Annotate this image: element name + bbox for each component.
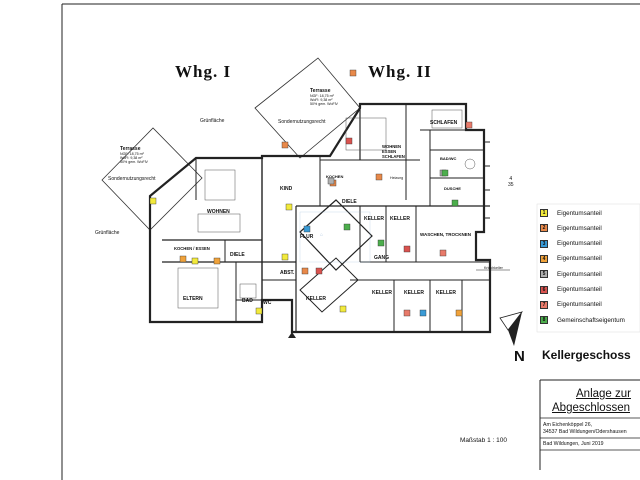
legend-swatch: 2 (540, 224, 548, 233)
room-diele-left: DIELE (230, 252, 245, 258)
ownership-marker (403, 245, 411, 253)
apartment-2-title: Whg. II (368, 62, 432, 81)
ownership-marker (285, 203, 293, 211)
date-line: Bad Wildungen, Juni 2019 (543, 441, 604, 447)
legend-label: Eigentumsanteil (557, 301, 602, 309)
terrace-left-label: Terrasse (120, 146, 141, 152)
side-marker: 4 35 (508, 176, 514, 188)
ownership-marker (403, 309, 411, 317)
room-bad-right: BAD/WC (440, 156, 457, 161)
ownership-marker (301, 267, 309, 275)
ownership-marker (255, 307, 263, 315)
ownership-marker (345, 137, 353, 145)
room-gang: GANG (374, 255, 389, 261)
room-keller-2: KELLER (390, 216, 410, 222)
ownership-marker (281, 141, 289, 149)
room-abst: ABST. (280, 270, 295, 276)
legend-swatch: 1 (540, 209, 548, 217)
room-heizung: Heizung (390, 176, 404, 180)
legend-swatch: 7 (540, 300, 548, 309)
annex-line-2: Abgeschlossen (552, 402, 630, 414)
ownership-marker (441, 169, 449, 177)
legend-swatch: 3 (540, 239, 548, 248)
legend-row: 6 Eigentumsanteil (540, 285, 602, 295)
ownership-marker (451, 199, 459, 207)
room-diele-mid: DIELE (342, 199, 357, 205)
room-keller-4: KELLER (372, 290, 392, 296)
room-kind: KIND (280, 186, 293, 192)
address-line-1: Am Eichenköppel 26, (543, 422, 593, 428)
ownership-marker (343, 223, 351, 231)
legend-row: 4 Eigentumsanteil (540, 254, 602, 264)
room-keller-6: KELLER (436, 290, 456, 296)
legend-label: Eigentumsanteil (557, 209, 602, 217)
ownership-marker (281, 253, 289, 261)
legend-label: Eigentumsanteil (557, 286, 602, 293)
legend-row: 7 Eigentumsanteil (540, 300, 602, 310)
room-dusche: DUSCHE (444, 186, 461, 191)
room-bad: BAD (242, 298, 253, 304)
terrace-right-area: NGF: 18,75 m² WoFl: 9,38 m² 50% gem. WoF… (310, 94, 338, 106)
ownership-marker (419, 309, 427, 317)
room-wohnen-left: WOHNEN (207, 209, 230, 215)
ownership-marker (377, 239, 385, 247)
scale-label: Maßstab 1 : 100 (460, 437, 507, 444)
address-line-2: 34537 Bad Wildungen/Odershausen (543, 429, 627, 435)
svg-text:⌂: ⌂ (320, 232, 323, 238)
terrace-left-area: NGF: 18,75 m² WoFl: 9,38 m² 50% gem. WoF… (120, 152, 148, 164)
ownership-marker (303, 225, 311, 233)
room-eltern: ELTERN (183, 296, 203, 302)
legend-label: Gemeinschaftseigentum (557, 316, 625, 324)
legend-swatch: 4 (540, 254, 548, 263)
room-kochen-right: KOCHEN (326, 174, 344, 179)
legend-row: 3 Eigentumsanteil (540, 239, 602, 249)
legend-row: 2 Eigentumsanteil (540, 223, 602, 233)
ownership-marker (439, 249, 447, 257)
floor-title: Kellergeschoss (542, 348, 631, 362)
legend-label: Eigentumsanteil (557, 270, 602, 278)
apartment-1-title: Whg. I (175, 62, 232, 81)
room-wc: WC (263, 300, 272, 306)
legend-swatch: 8 (540, 316, 548, 325)
ownership-marker (375, 173, 383, 181)
legend-label: Eigentumsanteil (557, 240, 602, 248)
room-keller-5: KELLER (404, 290, 424, 296)
ownership-marker (149, 197, 157, 205)
room-waschen: WASCHEN, TROCKNEN (420, 232, 472, 237)
legend-row: 8 Gemeinschaftseigentum (540, 315, 625, 325)
ownership-marker (455, 309, 463, 317)
legend-label: Eigentumsanteil (557, 255, 602, 263)
ownership-marker (327, 177, 335, 185)
annex-line-1: Anlage zur (576, 388, 631, 400)
legend-swatch: 5 (540, 270, 548, 279)
room-keller-1: KELLER (364, 216, 384, 222)
legend-row: 1 Eigentumsanteil (540, 208, 602, 218)
ownership-marker (349, 69, 357, 77)
ownership-marker (179, 255, 187, 263)
room-kochen-left: KOCHEN / ESSEN (174, 246, 210, 251)
room-keller-3: KELLER (306, 296, 326, 302)
ownership-marker (465, 121, 473, 129)
room-kriechkeller: Kriechkeller (484, 266, 503, 270)
terrace-right-label: Terrasse (310, 88, 331, 94)
room-schlafen: SCHLAFEN (430, 120, 458, 126)
special-use-right-label: Sondernutzungsrecht (278, 119, 326, 125)
north-arrow-icon (499, 311, 524, 346)
ownership-marker (339, 305, 347, 313)
room-flur: FLUR (300, 234, 314, 240)
legend-row: 5 Eigentumsanteil (540, 269, 602, 279)
ownership-marker (191, 257, 199, 265)
ownership-marker (315, 267, 323, 275)
north-label: N (514, 348, 525, 365)
green-area-top-label: Grünfläche (200, 118, 225, 124)
room-wohnen-schlafen: WOHNEN ESSEN SCHLAFEN (382, 144, 405, 159)
legend-label: Eigentumsanteil (557, 224, 602, 232)
legend-swatch: 6 (540, 285, 548, 294)
special-use-left-label: Sondernutzungsrecht (108, 176, 156, 182)
green-area-left-label: Grünfläche (95, 230, 120, 236)
ownership-marker (213, 257, 221, 265)
